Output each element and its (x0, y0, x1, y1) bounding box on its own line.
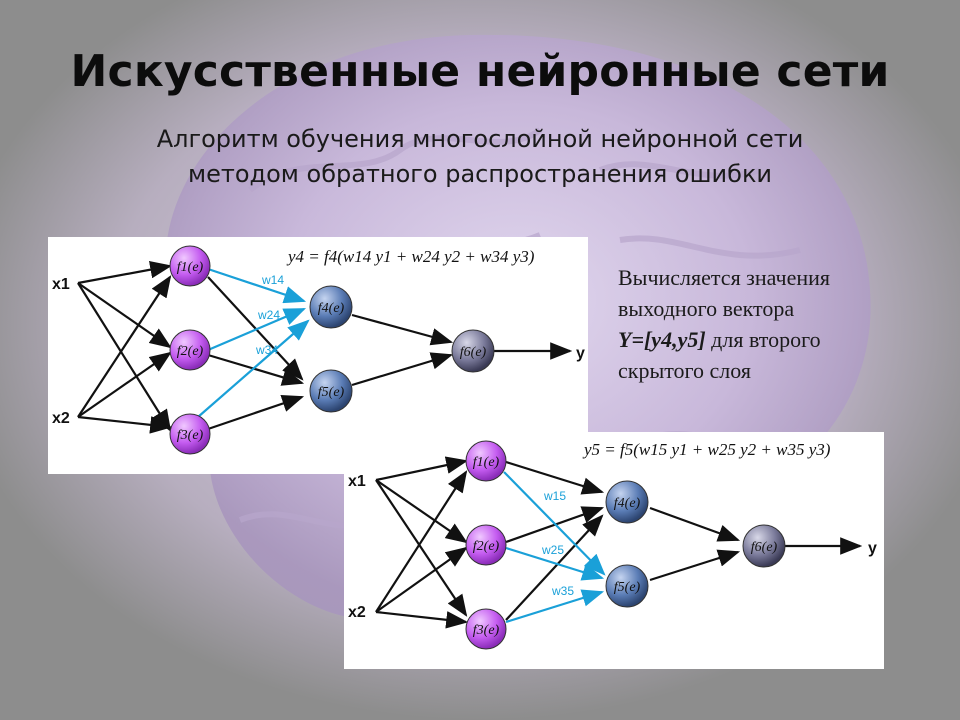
neuron-f1 (465, 440, 507, 482)
hidden-to-f4-connections (505, 460, 605, 621)
weight-w15-label: w15 (543, 489, 566, 503)
output-y-label: y (868, 540, 877, 557)
weight-w14-label: w14 (261, 273, 284, 287)
output-y-label: y (576, 345, 585, 362)
hidden2-to-output-connections (351, 313, 573, 387)
neuron-f5-label: f5(e) (318, 385, 345, 400)
neuron-f5 (309, 369, 353, 413)
note-line-3-rest: для второго (705, 327, 821, 352)
subtitle-line-1: Алгоритм обучения многослойной нейронной… (156, 125, 804, 153)
formula-y5: y5 = f5(w15 y1 + w25 y2 + w35 y3) (584, 440, 831, 459)
neuron-f3-label: f3(e) (473, 623, 500, 638)
neuron-f1-label: f1(e) (177, 260, 204, 275)
input-connections (77, 260, 173, 434)
weight-w24-label: w24 (257, 308, 280, 322)
note-line-2: выходного вектора (618, 296, 795, 321)
neuron-f6-label: f6(e) (460, 345, 487, 360)
neuron-f3-label: f3(e) (177, 428, 204, 443)
output-vector-label: Y=[y4,y5] (618, 327, 706, 352)
neuron-f2 (169, 329, 211, 371)
highlighted-weight-connections-bottom (503, 471, 606, 624)
neuron-f6 (451, 329, 495, 373)
neuron-f4-label: f4(e) (614, 496, 641, 511)
network-diagram-bottom: f1(e) f2(e) f3(e) f4(e) f5(e) f6(e) x1 x… (344, 432, 884, 669)
neuron-f2-label: f2(e) (177, 344, 204, 359)
neuron-f4 (309, 285, 353, 329)
weight-w35-label: w35 (551, 584, 574, 598)
neuron-f4 (605, 480, 649, 524)
note-line-4: скрытого слоя (618, 358, 751, 383)
neuron-f6-label: f6(e) (751, 540, 778, 555)
slide-subtitle: Алгоритм обучения многослойной нейронной… (0, 122, 960, 192)
highlighted-weight-connections (197, 267, 310, 418)
neuron-f2 (465, 524, 507, 566)
input-connections-bottom (375, 456, 469, 629)
weight-w34-label: w34 (255, 343, 278, 357)
neuron-f2-label: f2(e) (473, 539, 500, 554)
neuron-f4-label: f4(e) (318, 301, 345, 316)
note-line-3: Y=[y4,y5] для второго (618, 324, 938, 355)
neuron-f1-label: f1(e) (473, 455, 500, 470)
slide-title: Искусственные нейронные сети (70, 46, 890, 97)
network-svg-bottom: f1(e) f2(e) f3(e) f4(e) f5(e) f6(e) x1 x… (348, 440, 877, 650)
neuron-f3 (465, 608, 507, 650)
neuron-f6 (742, 524, 786, 568)
input-x2-label: x2 (52, 410, 70, 427)
subtitle-line-2: методом обратного распространения ошибки (187, 160, 773, 188)
neuron-f5 (605, 564, 649, 608)
explanation-note: Вычисляется значения выходного вектора Y… (618, 262, 938, 386)
weight-w25-label: w25 (541, 543, 564, 557)
network-diagram-top: f1(e) f2(e) f3(e) f4(e) f5(e) f6(e) x1 x… (48, 237, 588, 474)
hidden2-to-output-connections-bottom (649, 506, 863, 582)
neuron-f5-label: f5(e) (614, 580, 641, 595)
input-x1-label: x1 (52, 276, 70, 293)
network-svg-top: f1(e) f2(e) f3(e) f4(e) f5(e) f6(e) x1 x… (52, 245, 585, 455)
neuron-f3 (169, 413, 211, 455)
note-line-1: Вычисляется значения (618, 265, 831, 290)
neuron-f1 (169, 245, 211, 287)
hidden-to-f5-connections (207, 276, 305, 431)
formula-y4: y4 = f4(w14 y1 + w24 y2 + w34 y3) (288, 247, 535, 266)
input-x2-label: x2 (348, 604, 366, 621)
input-x1-label: x1 (348, 473, 366, 490)
